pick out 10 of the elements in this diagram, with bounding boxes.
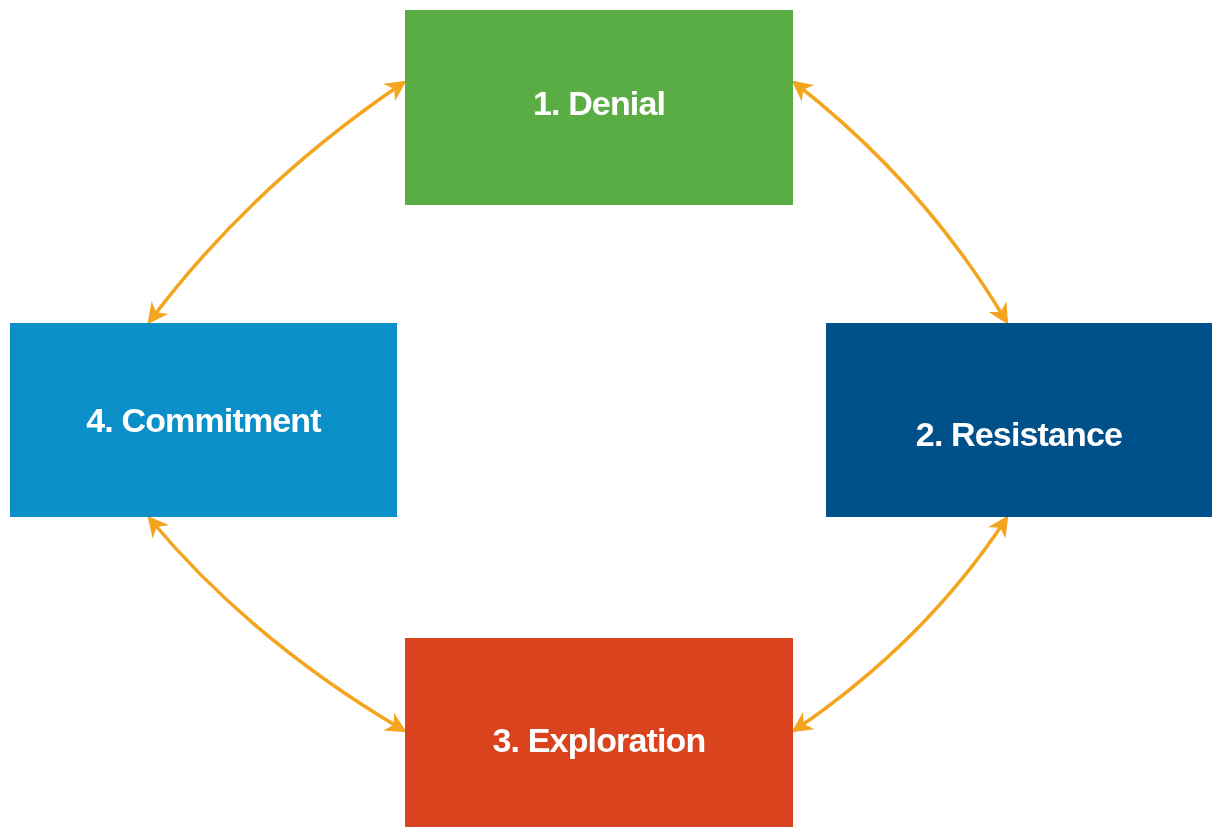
stage-box [405,638,793,827]
stage-box [405,10,793,205]
stage-label: 4. Commitment [86,399,321,441]
stage-label: 3. Exploration [492,720,706,761]
stage-box [826,323,1212,517]
double-arrow [147,80,407,325]
stage-box [10,323,397,517]
stage-label: 2. Resistance [915,413,1123,455]
stage-label: 1. Denial [532,83,666,124]
double-arrow [147,515,407,733]
